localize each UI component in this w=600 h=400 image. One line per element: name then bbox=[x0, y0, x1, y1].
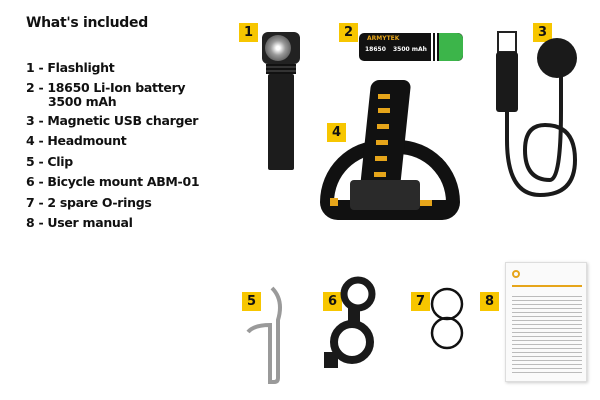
battery-capacity: 3500 mAh bbox=[393, 46, 427, 53]
flashlight-image bbox=[262, 32, 302, 170]
list-item: 6 - Bicycle mount ABM-01 bbox=[26, 174, 200, 189]
clip-image bbox=[246, 286, 282, 384]
o-rings-image bbox=[430, 287, 464, 350]
badge-8: 8 bbox=[480, 292, 499, 311]
badge-2: 2 bbox=[339, 23, 358, 42]
list-item: 3 - Magnetic USB charger bbox=[26, 112, 199, 128]
battery-image: ARMYTEK 18650 3500 mAh bbox=[359, 33, 463, 61]
list-item: 7 - 2 spare O-rings bbox=[26, 194, 152, 210]
headmount-image bbox=[310, 80, 460, 220]
page-title: What's included bbox=[26, 15, 148, 31]
badge-4: 4 bbox=[327, 123, 346, 142]
list-item: 8 - User manual bbox=[26, 215, 133, 230]
badge-7: 7 bbox=[411, 292, 430, 311]
usb-charger-image bbox=[496, 31, 578, 198]
item-label: 2 - 18650 Li-Ion battery bbox=[26, 79, 186, 95]
battery-brand: ARMYTEK bbox=[367, 35, 400, 42]
list-item: 1 - Flashlight bbox=[26, 60, 115, 75]
list-item: 4 - Headmount bbox=[26, 133, 127, 148]
badge-6: 6 bbox=[323, 292, 342, 311]
badge-3: 3 bbox=[533, 23, 552, 42]
badge-5: 5 bbox=[242, 292, 261, 311]
bicycle-mount-image bbox=[324, 276, 376, 368]
item-sub-label: 3500 mAh bbox=[48, 93, 117, 109]
list-item: 5 - Clip bbox=[26, 153, 73, 169]
badge-1: 1 bbox=[239, 23, 258, 42]
battery-model: 18650 bbox=[365, 46, 386, 53]
user-manual-image bbox=[505, 262, 587, 382]
